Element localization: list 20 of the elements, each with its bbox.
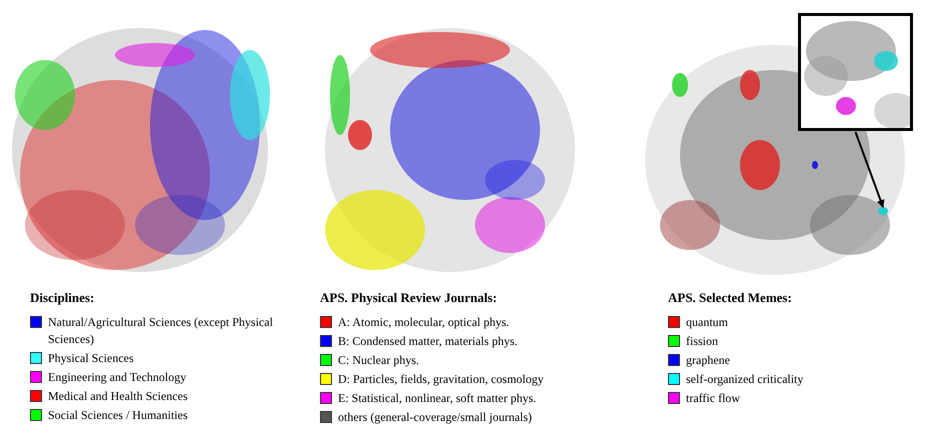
legend-heading: APS. Physical Review Journals: xyxy=(320,289,498,307)
legend-text: fission xyxy=(686,332,718,350)
legend-text: quantum xyxy=(686,314,728,330)
legend-text: D: Particles, fields, gravitation, cosmology xyxy=(338,370,544,388)
legend-text: Physical Sciences xyxy=(48,350,134,366)
legend-text: A: Atomic, molecular, optical phys. xyxy=(338,314,510,330)
legend-text: traffic flow xyxy=(686,390,740,406)
legend-text: others (general-coverage/small journals) xyxy=(338,408,532,425)
legend-heading: APS. Selected Memes: xyxy=(668,289,793,307)
legend-text: self-organized criticality xyxy=(686,370,804,388)
leader-line xyxy=(854,132,884,208)
legend-text: C: Nuclear phys. xyxy=(338,352,419,368)
legend-text: B: Condensed matter, materials phys. xyxy=(338,332,518,350)
legend-text: Social Sciences / Humanities xyxy=(48,406,188,424)
legend-text: Engineering and Technology xyxy=(48,368,186,386)
legend-text: Natural/Agricultural Sciences (except Physical Sciences) xyxy=(48,314,274,348)
legend-heading: Disciplines: xyxy=(30,289,96,307)
legend-text: E: Statistical, nonlinear, soft matter phys. xyxy=(338,390,536,406)
legend-text: graphene xyxy=(686,352,730,368)
legend-text: Medical and Health Sciences xyxy=(48,388,188,404)
